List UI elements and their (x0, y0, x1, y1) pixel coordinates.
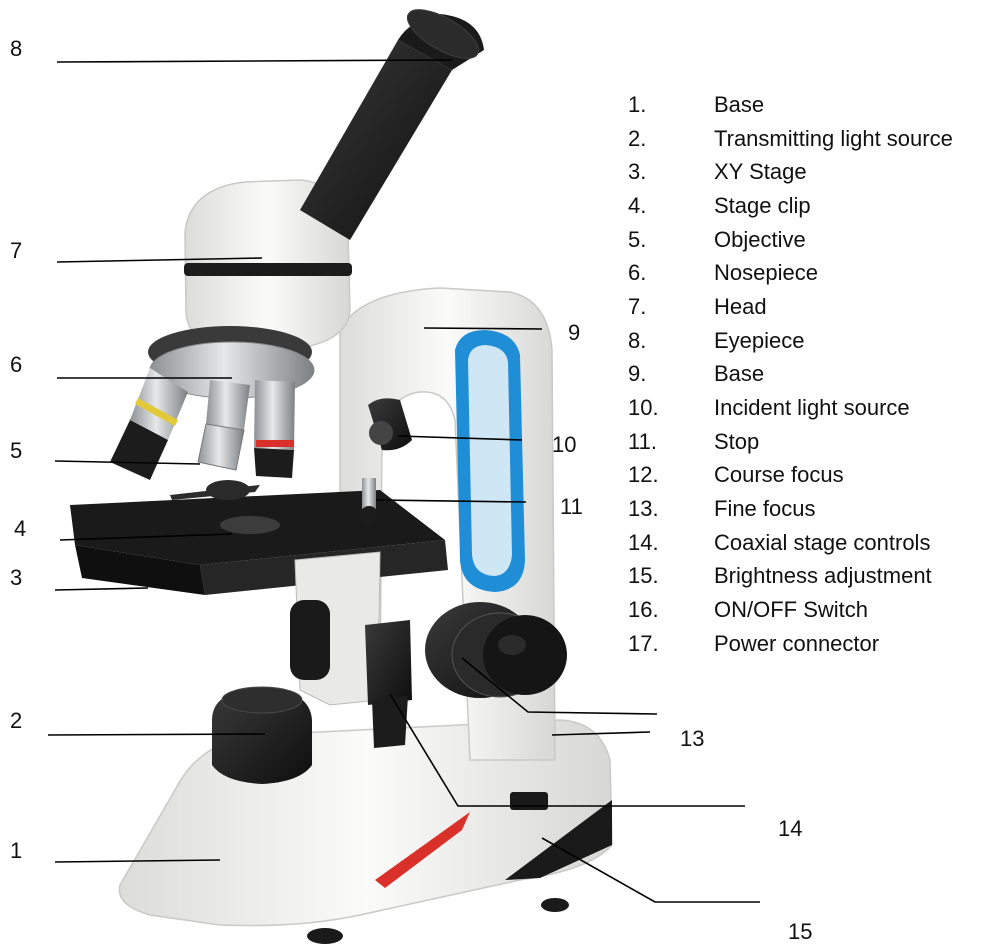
callout-number-2: 2 (10, 710, 22, 732)
legend-item: 13.Fine focus (628, 492, 953, 526)
legend-label: Base (714, 92, 764, 118)
callout-number-10: 10 (552, 434, 576, 456)
legend-label: Nosepiece (714, 260, 818, 286)
legend-number: 11. (628, 429, 714, 455)
callout-number-13: 13 (680, 728, 704, 750)
legend-label: Stage clip (714, 193, 811, 219)
parts-legend: 1.Base 2.Transmitting light source 3.XY … (628, 88, 953, 661)
callout-number-14: 14 (778, 818, 802, 840)
callout-number-4: 4 (14, 518, 26, 540)
legend-item: 4.Stage clip (628, 189, 953, 223)
legend-number: 9. (628, 361, 714, 387)
callout-number-8: 8 (10, 38, 22, 60)
legend-number: 14. (628, 530, 714, 556)
legend-number: 10. (628, 395, 714, 421)
legend-label: Coaxial stage controls (714, 530, 930, 556)
legend-number: 13. (628, 496, 714, 522)
callout-number-5: 5 (10, 440, 22, 462)
legend-item: 10.Incident light source (628, 391, 953, 425)
legend-number: 7. (628, 294, 714, 320)
legend-number: 16. (628, 597, 714, 623)
legend-number: 4. (628, 193, 714, 219)
leader-line-7 (57, 258, 262, 262)
leader-line-5 (55, 461, 200, 464)
leader-line-2 (48, 734, 265, 735)
legend-item: 9.Base (628, 358, 953, 392)
legend-label: Incident light source (714, 395, 910, 421)
legend-item: 16.ON/OFF Switch (628, 593, 953, 627)
callout-number-7: 7 (10, 240, 22, 262)
legend-label: Head (714, 294, 767, 320)
legend-number: 5. (628, 227, 714, 253)
legend-item: 3.XY Stage (628, 155, 953, 189)
legend-item: 11.Stop (628, 425, 953, 459)
callout-number-11: 11 (560, 496, 583, 518)
leader-line-15 (542, 838, 760, 902)
leader-line-10 (398, 436, 522, 440)
legend-label: Brightness adjustment (714, 563, 932, 589)
legend-item: 12.Course focus (628, 459, 953, 493)
legend-number: 3. (628, 159, 714, 185)
leader-line-11 (376, 500, 526, 502)
legend-item: 1.Base (628, 88, 953, 122)
leader-line-12 (462, 658, 657, 714)
legend-label: Objective (714, 227, 806, 253)
legend-item: 15.Brightness adjustment (628, 560, 953, 594)
legend-item: 2.Transmitting light source (628, 122, 953, 156)
legend-item: 6.Nosepiece (628, 256, 953, 290)
leader-line-9 (424, 328, 542, 329)
callout-number-15: 15 (788, 921, 812, 943)
legend-label: XY Stage (714, 159, 807, 185)
legend-number: 2. (628, 126, 714, 152)
legend-label: Course focus (714, 462, 844, 488)
leader-line-4 (60, 534, 232, 540)
legend-item: 7.Head (628, 290, 953, 324)
callout-number-1: 1 (10, 840, 22, 862)
legend-item: 8.Eyepiece (628, 324, 953, 358)
legend-label: Eyepiece (714, 328, 805, 354)
legend-number: 15. (628, 563, 714, 589)
leader-line-13 (552, 732, 650, 735)
legend-number: 6. (628, 260, 714, 286)
legend-item: 17.Power connector (628, 627, 953, 661)
legend-item: 14.Coaxial stage controls (628, 526, 953, 560)
legend-label: ON/OFF Switch (714, 597, 868, 623)
legend-label: Fine focus (714, 496, 816, 522)
legend-number: 1. (628, 92, 714, 118)
legend-label: Stop (714, 429, 759, 455)
legend-label: Power connector (714, 631, 879, 657)
leader-line-8 (57, 60, 452, 62)
legend-label: Base (714, 361, 764, 387)
legend-number: 8. (628, 328, 714, 354)
callout-number-6: 6 (10, 354, 22, 376)
legend-number: 17. (628, 631, 714, 657)
leader-line-1 (55, 860, 220, 862)
legend-number: 12. (628, 462, 714, 488)
legend-item: 5.Objective (628, 223, 953, 257)
legend-label: Transmitting light source (714, 126, 953, 152)
callout-number-9: 9 (568, 322, 580, 344)
leader-line-3 (55, 588, 148, 590)
callout-number-3: 3 (10, 567, 22, 589)
